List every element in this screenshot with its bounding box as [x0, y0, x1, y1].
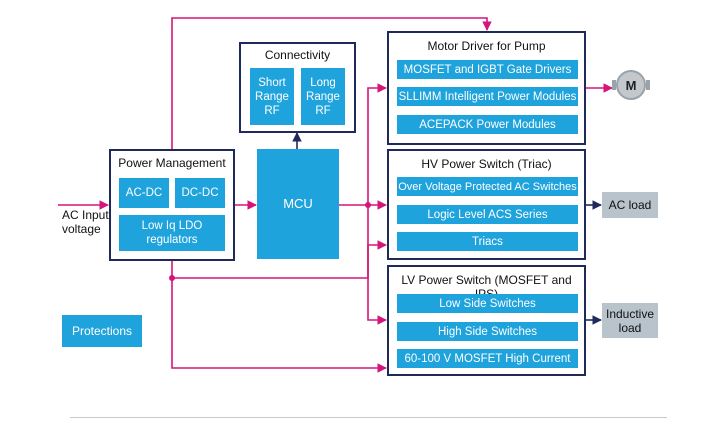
long-range-rf-block: Long Range RF [301, 68, 345, 125]
short-range-line2: Range [255, 90, 289, 103]
motor-driver-box: Motor Driver for Pump MOSFET and IGBT Ga… [387, 31, 586, 145]
motor-tab-right [646, 80, 650, 90]
low-side-item: Low Side Switches [397, 294, 578, 313]
mosfet-high-current-item: 60-100 V MOSFET High Current [397, 349, 578, 368]
protections-block: Protections [62, 315, 142, 347]
junction-dot [169, 275, 175, 281]
power-management-box: Power Management AC-DC DC-DC Low Iq LDO … [109, 149, 235, 261]
motor-icon: M [616, 70, 646, 100]
triacs-item: Triacs [397, 232, 578, 251]
inductive-load-line1: Inductive [605, 306, 655, 321]
wire-pm-lv-bus [171, 278, 387, 373]
wire-mcu-to-motor [367, 83, 387, 205]
ac-input-line2: voltage [62, 222, 101, 236]
gate-drivers-item: MOSFET and IGBT Gate Drivers [397, 60, 578, 79]
ac-input-line1: AC Input [62, 208, 109, 222]
ldo-line1: Low Iq LDO [141, 220, 203, 232]
mcu-block: MCU [257, 149, 339, 259]
hv-switch-title: HV Power Switch (Triac) [421, 157, 552, 171]
long-range-line3: RF [315, 104, 331, 117]
hv-switch-box: HV Power Switch (Triac) Over Voltage Pro… [387, 149, 586, 260]
connectivity-title: Connectivity [264, 48, 331, 62]
motor-tab-left [612, 80, 616, 90]
inductive-load-block: Inductive load [602, 303, 658, 338]
ldo-block: Low Iq LDO regulators [119, 215, 225, 251]
ov-protected-item: Over Voltage Protected AC Switches [397, 177, 578, 196]
ac-input-label: AC Input voltage [62, 208, 110, 236]
connectivity-box: Connectivity Short Range RF Long Range R… [239, 42, 356, 133]
ac-load-block: AC load [602, 192, 658, 218]
motor-symbol: M [612, 70, 650, 104]
short-range-line3: RF [264, 104, 280, 117]
ldo-line2: regulators [146, 234, 198, 246]
wire-mcu-to-lv [367, 205, 387, 325]
footer-divider [70, 417, 667, 418]
acdc-block: AC-DC [119, 178, 169, 208]
long-range-line2: Range [306, 90, 340, 103]
power-management-title: Power Management [118, 156, 226, 170]
long-range-line1: Long [310, 76, 336, 89]
wire-pm-top-bus [171, 17, 492, 149]
inductive-load-line2: load [618, 320, 642, 335]
motor-driver-title: Motor Driver for Pump [427, 39, 546, 53]
acepack-item: ACEPACK Power Modules [397, 115, 578, 134]
high-side-item: High Side Switches [397, 322, 578, 341]
sllimm-item: SLLIMM Intelligent Power Modules [397, 87, 578, 106]
short-range-line1: Short [258, 76, 286, 89]
short-range-rf-block: Short Range RF [250, 68, 294, 125]
dcdc-block: DC-DC [175, 178, 225, 208]
lv-switch-box: LV Power Switch (MOSFET and IPS) Low Sid… [387, 265, 586, 376]
logic-level-acs-item: Logic Level ACS Series [397, 205, 578, 224]
junction-dot [365, 202, 371, 208]
